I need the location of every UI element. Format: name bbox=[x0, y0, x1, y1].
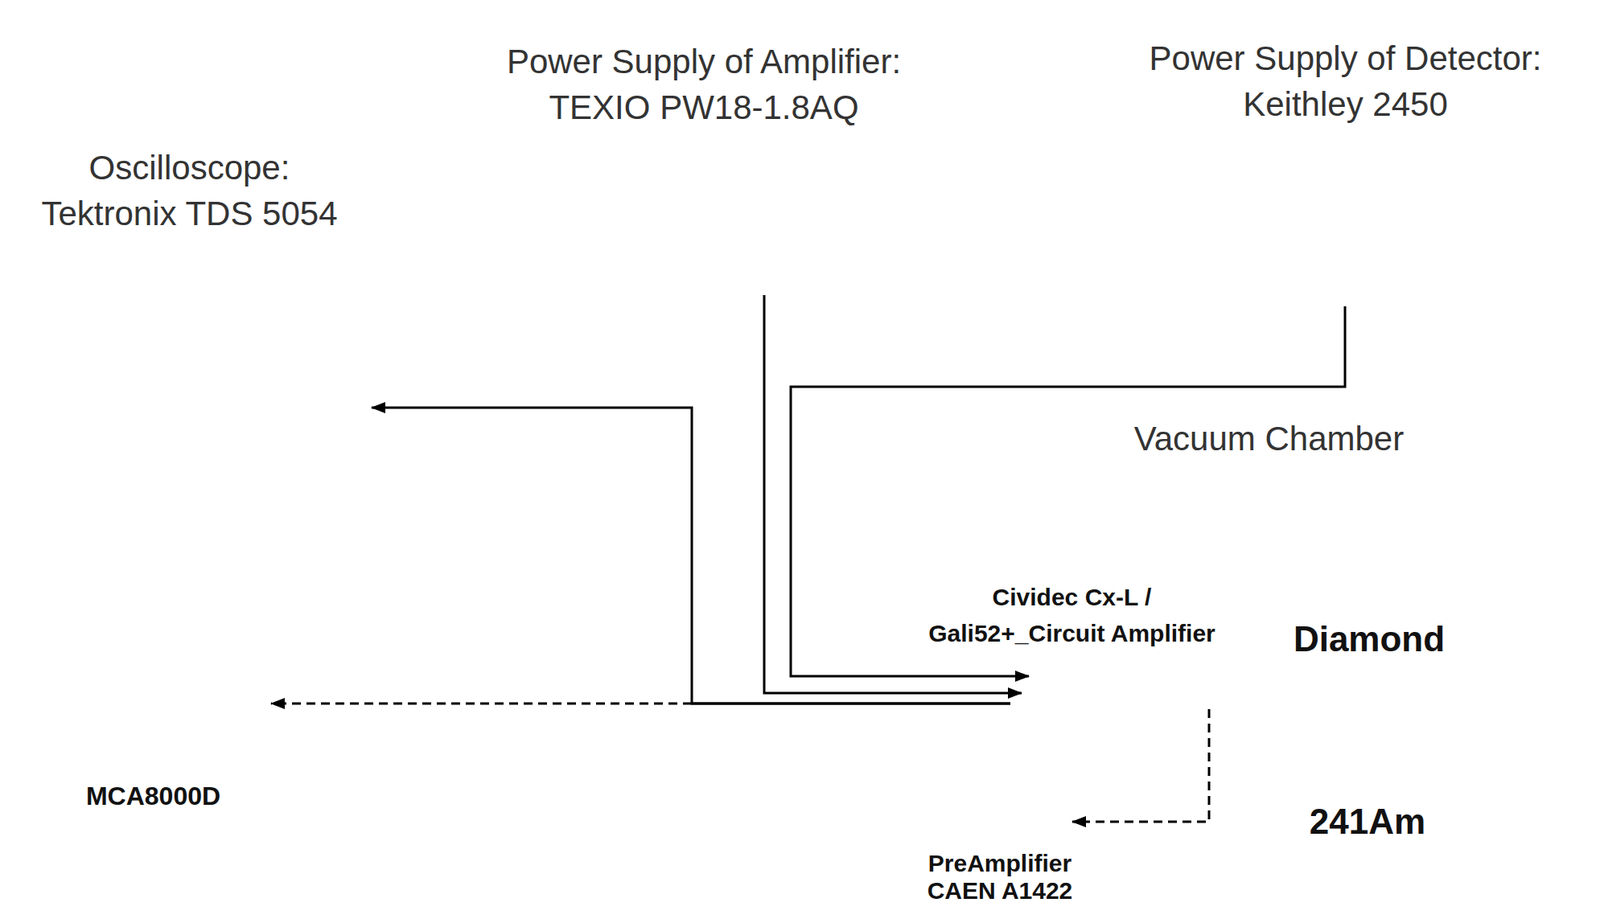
device-title: Power Supply of Amplifier: TEXIO PW18-1.… bbox=[462, 38, 946, 131]
label-holder: Oscilloscope: Tektronix TDS 5054 bbox=[28, 144, 351, 237]
detector-power-supply: Power Supply of Detector: Keithley 2450 bbox=[1226, 143, 1502, 307]
device-title: Vacuum Chamber bbox=[1134, 415, 1404, 462]
part-label: PreAmplifier CAEN A1422 bbox=[899, 850, 1101, 905]
label-holder: Diamond bbox=[1293, 618, 1445, 661]
signal-connector bbox=[1072, 709, 1210, 823]
vacuum-chamber-shape bbox=[862, 484, 1600, 876]
amplifier-board: Cividec Cx-L / Gali52+_Circuit Amplifier bbox=[1010, 654, 1240, 720]
part-label: Diamond bbox=[1293, 618, 1445, 661]
part-label: 241Am bbox=[1309, 801, 1426, 844]
vacuum-chamber: Vacuum ChamberCividec Cx-L / Gali52+_Cir… bbox=[862, 484, 1600, 876]
device-title: Power Supply of Detector: Keithley 2450 bbox=[1104, 35, 1588, 128]
part-label: Cividec Cx-L / Gali52+_Circuit Amplifier bbox=[903, 579, 1242, 652]
preamplifier-box-shape bbox=[930, 789, 1073, 844]
label-holder: Cividec Cx-L / Gali52+_Circuit Amplifier bbox=[903, 579, 1242, 652]
detector-power-supply-shape bbox=[1226, 143, 1502, 307]
preamplifier-box: PreAmplifier CAEN A1422 bbox=[930, 789, 1073, 844]
label-holder: Power Supply of Detector: Keithley 2450 bbox=[1104, 35, 1588, 128]
label-holder: Vacuum Chamber bbox=[1134, 415, 1404, 462]
oscilloscope-box: Oscilloscope: Tektronix TDS 5054 bbox=[17, 268, 370, 507]
americium-source-shape bbox=[1323, 752, 1417, 784]
label-holder: Power Supply of Amplifier: TEXIO PW18-1.… bbox=[462, 38, 946, 131]
label-holder: 241Am bbox=[1309, 801, 1426, 844]
label-holder: PreAmplifier CAEN A1422 bbox=[899, 850, 1101, 905]
label-holder: MCA8000D bbox=[86, 781, 221, 812]
device-title: Oscilloscope: Tektronix TDS 5054 bbox=[28, 144, 351, 237]
amplifier-power-supply: Power Supply of Amplifier: TEXIO PW18-1.… bbox=[662, 164, 870, 296]
oscilloscope-box-shape bbox=[17, 268, 370, 507]
mca-box-shape bbox=[71, 673, 269, 738]
diamond-detector-shape bbox=[1209, 675, 1436, 692]
part-label: MCA8000D bbox=[86, 781, 221, 812]
amplifier-power-supply-shape bbox=[662, 164, 870, 296]
amplifier-board-shape bbox=[1010, 654, 1240, 720]
signal-connector bbox=[790, 306, 1345, 677]
americium-source: 241Am bbox=[1323, 752, 1417, 784]
signal-connector bbox=[371, 407, 1011, 704]
mca-box: MCA8000D bbox=[71, 673, 269, 738]
signal-connector bbox=[271, 703, 1011, 705]
diamond-detector: Diamond bbox=[1209, 675, 1436, 692]
